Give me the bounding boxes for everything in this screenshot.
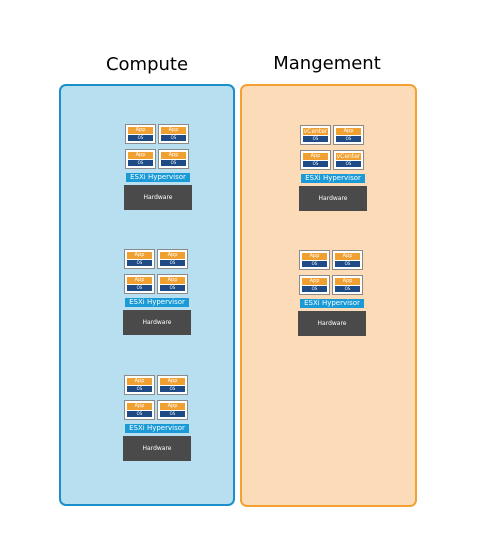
esxi-hypervisor: ESXi Hypervisor — [301, 174, 365, 183]
hardware: Hardware — [123, 310, 191, 335]
vm-os-layer: OS — [160, 260, 185, 266]
vm-app-layer: App — [335, 278, 360, 285]
vm-app-layer: App — [160, 277, 185, 284]
vm-app-layer: App — [127, 277, 152, 284]
vm-app-layer: App — [336, 128, 361, 135]
vm-os-layer: OS — [303, 136, 328, 142]
vm-os-layer: OS — [336, 136, 361, 142]
vm-app-layer: App — [127, 252, 152, 259]
vm-app-layer: App — [160, 378, 185, 385]
vm-os-layer: OS — [160, 386, 185, 392]
vcenter-app-layer: vCenter — [336, 153, 361, 160]
vm-os-layer: OS — [127, 285, 152, 291]
vm-app-layer: App — [335, 253, 360, 260]
vm-app-layer: App — [127, 403, 152, 410]
vm-os-layer: OS — [161, 160, 186, 166]
vm-os-layer: OS — [336, 161, 361, 167]
vm-os-layer: OS — [128, 160, 153, 166]
vm-os-layer: OS — [127, 260, 152, 266]
vm-os-layer: OS — [128, 135, 153, 141]
vm-app-layer: App — [128, 152, 153, 159]
vm-os-layer: OS — [335, 286, 360, 292]
vm-os-layer: OS — [302, 261, 327, 267]
vm-app-layer: App — [303, 153, 328, 160]
vm-app-layer: App — [127, 378, 152, 385]
hardware: Hardware — [124, 185, 192, 210]
vm-app-layer: App — [302, 253, 327, 260]
vm-app-layer: App — [302, 278, 327, 285]
vm-os-layer: OS — [303, 161, 328, 167]
vm-os-layer: OS — [161, 135, 186, 141]
vm-os-layer: OS — [127, 411, 152, 417]
hardware: Hardware — [299, 186, 367, 211]
vm-app-layer: App — [161, 127, 186, 134]
esxi-hypervisor: ESXi Hypervisor — [125, 424, 189, 433]
management-title: Mangement — [273, 53, 381, 74]
vm-app-layer: App — [160, 403, 185, 410]
vm-app-layer: App — [161, 152, 186, 159]
vm-app-layer: App — [160, 252, 185, 259]
vm-os-layer: OS — [127, 386, 152, 392]
vm-os-layer: OS — [160, 411, 185, 417]
hardware: Hardware — [298, 311, 366, 336]
esxi-hypervisor: ESXi Hypervisor — [126, 173, 190, 182]
compute-title: Compute — [105, 54, 189, 75]
vm-app-layer: App — [128, 127, 153, 134]
esxi-hypervisor: ESXi Hypervisor — [300, 299, 364, 308]
vcenter-app-layer: vCenter — [303, 128, 328, 135]
vm-os-layer: OS — [335, 261, 360, 267]
vm-os-layer: OS — [160, 285, 185, 291]
esxi-hypervisor: ESXi Hypervisor — [125, 298, 189, 307]
hardware: Hardware — [123, 436, 191, 461]
vm-os-layer: OS — [302, 286, 327, 292]
